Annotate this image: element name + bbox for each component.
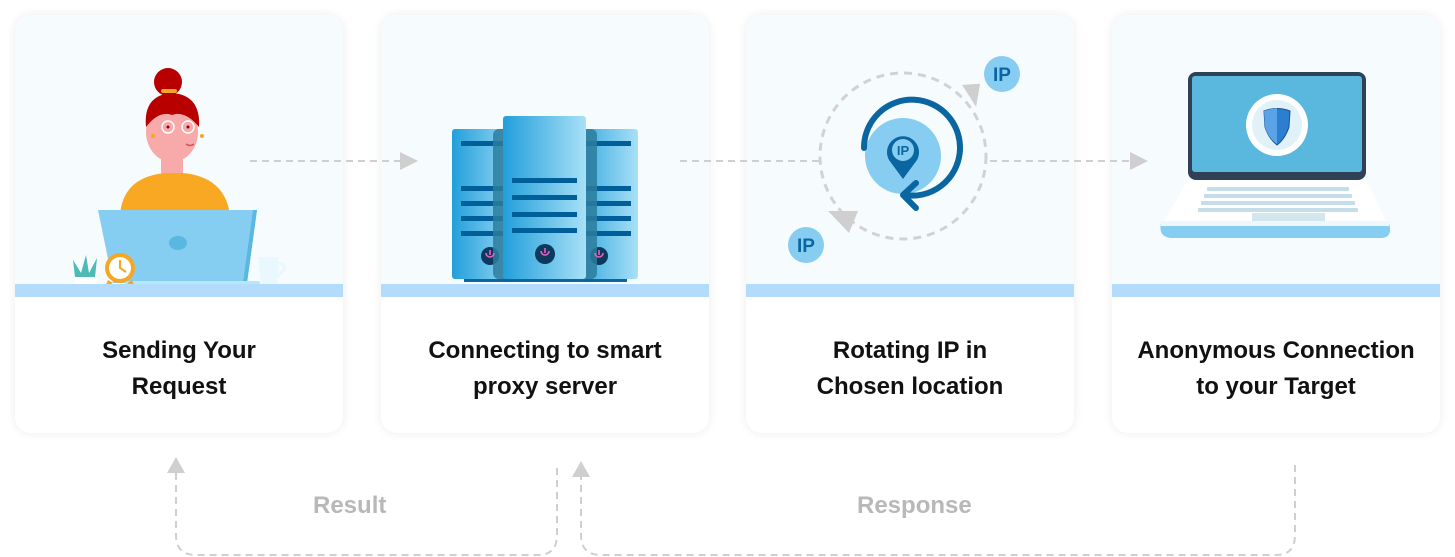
card-band xyxy=(381,284,709,297)
step-label-line1: Connecting to smart xyxy=(428,337,662,364)
ip-badge-bottom: IP xyxy=(797,236,815,257)
server-rack-icon xyxy=(452,116,638,282)
ip-pin-text: IP xyxy=(897,143,910,158)
arrow-up-icon xyxy=(572,461,590,477)
secure-laptop-icon xyxy=(1160,72,1391,238)
step-card-sending-request: Sending Your Request xyxy=(15,15,343,433)
step-label-line1: Rotating IP in xyxy=(832,337,988,364)
step-label-line1: Sending Your xyxy=(102,337,256,364)
arrow-up-icon xyxy=(167,457,185,473)
step-label-line2: proxy server xyxy=(472,373,618,400)
step-card-anonymous-connection: Anonymous Connection to your Target xyxy=(1112,15,1440,433)
step-label: Rotating IP in Chosen location xyxy=(746,333,1074,405)
step-card-rotating-ip: IP IP IP Rotating IP in Chosen location xyxy=(746,15,1074,433)
rotating-ip-icon: IP IP IP xyxy=(788,56,1020,263)
step-card-proxy-server: Connecting to smart proxy server xyxy=(381,15,709,433)
step-label: Sending Your Request xyxy=(15,333,343,405)
card-band xyxy=(15,284,343,297)
step-label-line2: Request xyxy=(131,373,227,400)
card-band xyxy=(1112,284,1440,297)
person-at-laptop-icon xyxy=(73,68,286,295)
step-label: Connecting to smart proxy server xyxy=(381,333,709,405)
card-band xyxy=(746,284,1074,297)
response-label: Response xyxy=(857,492,972,519)
ip-badge-top: IP xyxy=(993,65,1011,86)
result-label: Result xyxy=(313,492,387,519)
step-label-line1: Anonymous Connection xyxy=(1137,337,1415,364)
step-label-line2: Chosen location xyxy=(816,373,1004,400)
step-label-line2: to your Target xyxy=(1196,373,1356,400)
step-label: Anonymous Connection to your Target xyxy=(1112,333,1440,405)
